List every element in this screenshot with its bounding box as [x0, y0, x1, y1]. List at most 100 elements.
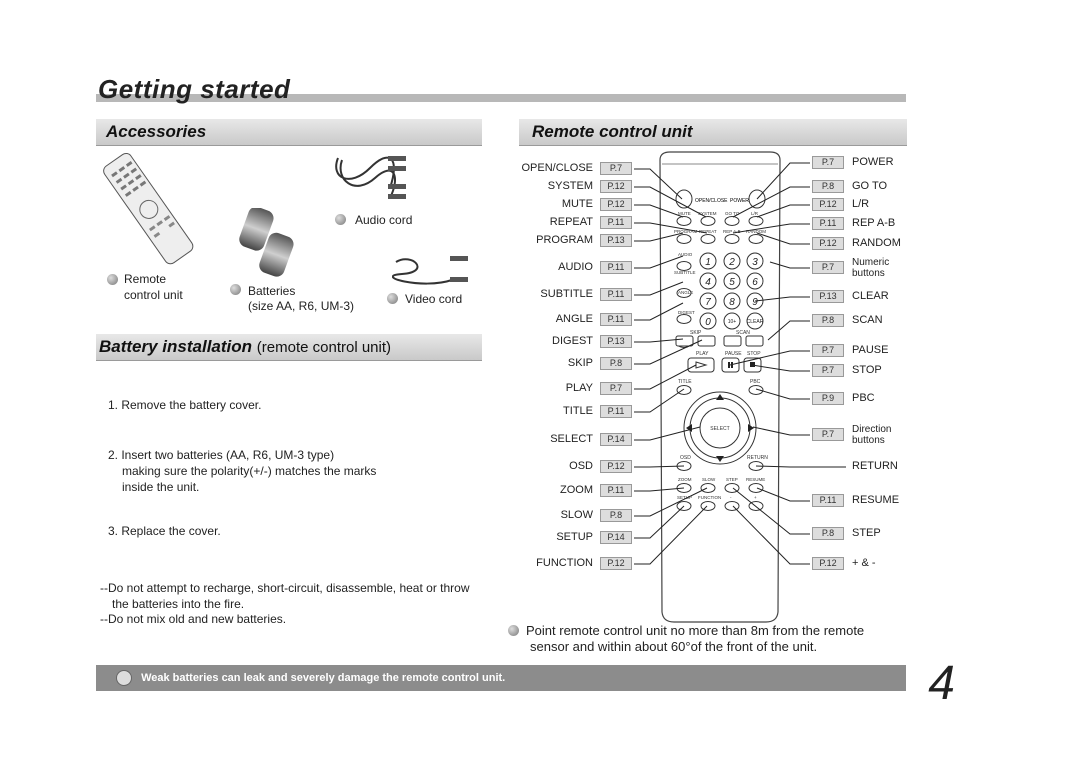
- callout-left-page: P.7: [600, 382, 632, 395]
- key-goto-text: GO TO: [725, 211, 740, 216]
- warning-bar: Weak batteries can leak and severely dam…: [96, 665, 906, 691]
- callout-left-label: SETUP: [556, 531, 593, 543]
- callout-right-page: P.13: [812, 290, 844, 303]
- callout-left-label: OSD: [569, 460, 593, 472]
- point-note-b: sensor and within about 60°of the front …: [530, 639, 818, 654]
- key-2-text: 2: [728, 257, 735, 268]
- key-minus-text: -: [730, 495, 732, 500]
- key-power-text: POWER: [730, 198, 749, 204]
- callout-left-label: SUBTITLE: [540, 288, 593, 300]
- key-pbc-text: PBC: [750, 379, 761, 385]
- key-osd-text: OSD: [680, 455, 691, 461]
- battery-header-bar: [96, 334, 482, 361]
- callout-left-label: SKIP: [567, 357, 593, 369]
- key-return-text: RETURN: [747, 455, 768, 461]
- callout-right-label: L/R: [852, 198, 870, 210]
- callout-right-page: P.8: [812, 527, 844, 540]
- battery-step-3: 3. Replace the cover.: [108, 524, 221, 538]
- callout-right-label: + & -: [852, 557, 876, 569]
- point-note-bullet: [508, 625, 519, 636]
- callout-left-page: P.13: [600, 335, 632, 348]
- callout-right-label: RANDOM: [852, 237, 901, 249]
- callout-right-page: P.11: [812, 494, 844, 507]
- callout-left-page: P.11: [600, 261, 632, 274]
- callout-right-page: P.9: [812, 392, 844, 405]
- key-audio-text: AUDIO: [678, 252, 693, 257]
- point-note-a: Point remote control unit no more than 8…: [526, 623, 865, 638]
- lightbulb-icon: [116, 670, 132, 687]
- callout-left-page: P.11: [600, 405, 632, 418]
- callout-left-page: P.8: [600, 357, 632, 370]
- key-play-text: PLAY: [696, 351, 709, 357]
- callout-right-label: RETURN: [852, 460, 898, 472]
- key-4-text: 4: [705, 277, 711, 288]
- key-resume-text: RESUME: [746, 477, 765, 482]
- battery-title: Battery installation (remote control uni…: [99, 337, 391, 357]
- callout-right-label: GO TO: [852, 180, 888, 192]
- audio-cord-illustration: [335, 156, 406, 199]
- key-title-text: TITLE: [678, 379, 692, 385]
- callout-left-page: P.14: [600, 531, 632, 544]
- callout-left-page: P.14: [600, 433, 632, 446]
- batteries-bullet: [230, 284, 241, 295]
- key-3-text: 3: [752, 257, 758, 268]
- callout-right-label: STOP: [852, 364, 882, 376]
- key-step-text: STEP: [726, 477, 738, 482]
- callout-right-page: P.7: [812, 364, 844, 377]
- callout-left-label: ANGLE: [555, 313, 593, 325]
- accessories-header-bar: [96, 119, 482, 146]
- callout-left-label: SYSTEM: [547, 180, 593, 192]
- callout-left-label: TITLE: [563, 405, 593, 417]
- battery-title-sub: (remote control unit): [256, 339, 391, 356]
- callout-right-page: P.12: [812, 557, 844, 570]
- key-lr-text: L/R: [751, 211, 759, 216]
- callout-left-page: P.11: [600, 484, 632, 497]
- batteries-label-2: (size AA, R6, UM-3): [248, 299, 355, 313]
- accessories-title: Accessories: [106, 122, 207, 141]
- callout-left-label: PROGRAM: [536, 234, 593, 246]
- callout-right-label: PAUSE: [852, 344, 889, 356]
- remote-bullet: [107, 274, 118, 285]
- key-stop-text: STOP: [747, 351, 761, 357]
- callout-right-page: P.8: [812, 314, 844, 327]
- battery-note-2: --Do not mix old and new batteries.: [100, 612, 287, 626]
- callout-left-page: P.13: [600, 234, 632, 247]
- key-pause-text: PAUSE: [725, 351, 742, 357]
- key-setup-text: SETUP: [677, 495, 692, 500]
- callout-left-page: P.12: [600, 460, 632, 473]
- key-repab-text: REP A-B: [723, 229, 741, 234]
- title-underline: [96, 94, 906, 102]
- callout-right-label: RESUME: [852, 494, 900, 506]
- callout-left-label: PLAY: [565, 382, 593, 394]
- callout-right-label: STEP: [852, 527, 881, 539]
- callout-right-page: P.12: [812, 198, 844, 211]
- callout-right-label: POWER: [852, 156, 894, 168]
- remote-header-bar: [519, 119, 907, 146]
- callout-right-label: SCAN: [852, 314, 883, 326]
- key-open-close-text: OPEN/CLOSE: [695, 198, 728, 204]
- callout-left-page: P.12: [600, 198, 632, 211]
- callout-left-label: REPEAT: [549, 216, 593, 228]
- page-number: 4: [928, 657, 955, 710]
- callout-right-label: REP A-B: [852, 217, 896, 229]
- batteries-illustration: [239, 208, 294, 277]
- callout-left-page: P.11: [600, 313, 632, 326]
- page-title: Getting started: [98, 74, 291, 104]
- callout-left-label: ZOOM: [560, 484, 593, 496]
- battery-note-1b: the batteries into the fire.: [112, 597, 245, 611]
- warning-text: Weak batteries can leak and severely dam…: [141, 672, 506, 684]
- callout-left-label: DIGEST: [552, 335, 593, 347]
- battery-title-main: Battery installation: [99, 337, 253, 356]
- callout-right-page: P.12: [812, 237, 844, 250]
- key-plus-text: +: [754, 495, 757, 500]
- callout-right-page: P.7: [812, 261, 844, 274]
- callout-right-page: P.11: [812, 217, 844, 230]
- video-cord-illustration: [392, 256, 468, 285]
- callout-left-page: P.8: [600, 509, 632, 522]
- key-subtitle-text: SUBTITLE: [674, 270, 696, 275]
- callout-right-page: P.7: [812, 428, 844, 441]
- callout-left-label: MUTE: [561, 198, 593, 210]
- remote-illustration: [103, 152, 194, 265]
